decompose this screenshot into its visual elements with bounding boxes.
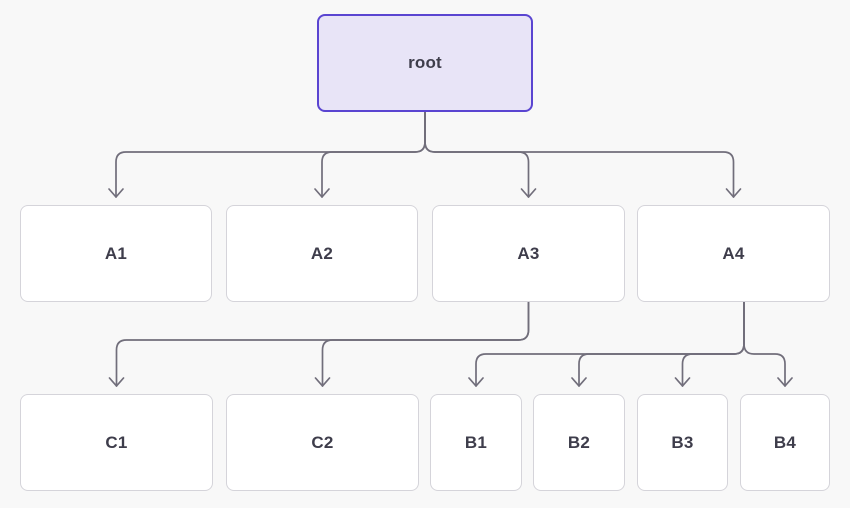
node-a2: A2 bbox=[226, 205, 418, 302]
arrowhead-icon-root-a3 bbox=[520, 188, 537, 198]
node-a1: A1 bbox=[20, 205, 212, 302]
node-label: B1 bbox=[464, 432, 488, 452]
node-label: A4 bbox=[722, 243, 745, 263]
node-label: B4 bbox=[773, 432, 797, 452]
arrowhead-icon-a3-c1 bbox=[108, 377, 125, 387]
node-c2: C2 bbox=[226, 394, 419, 491]
node-b2: B2 bbox=[533, 394, 625, 491]
node-label: B2 bbox=[567, 432, 591, 452]
edge-a4-b3 bbox=[681, 301, 745, 387]
arrowhead-icon-root-a1 bbox=[108, 188, 124, 198]
edge-root-a3 bbox=[424, 111, 530, 198]
node-b3: B3 bbox=[637, 394, 728, 491]
node-root: root bbox=[317, 14, 533, 112]
arrowhead-icon-root-a4 bbox=[725, 188, 742, 198]
arrowhead-icon-a4-b2 bbox=[571, 377, 587, 387]
arrowhead-icon-a4-b4 bbox=[777, 377, 793, 387]
node-a4: A4 bbox=[637, 205, 830, 302]
edge-root-a2 bbox=[321, 111, 426, 198]
edge-root-a1 bbox=[115, 111, 426, 198]
node-b1: B1 bbox=[430, 394, 522, 491]
node-label: B3 bbox=[671, 432, 694, 452]
arrowhead-icon-a3-c2 bbox=[314, 377, 331, 387]
node-label: root bbox=[408, 53, 442, 72]
node-a3: A3 bbox=[432, 205, 625, 302]
edge-a4-b2 bbox=[578, 301, 745, 387]
node-label: A3 bbox=[517, 243, 540, 263]
edge-a4-b1 bbox=[475, 301, 745, 387]
edge-a4-b4 bbox=[743, 301, 786, 387]
node-c1: C1 bbox=[20, 394, 213, 491]
node-b4: B4 bbox=[740, 394, 830, 491]
node-label: A1 bbox=[104, 243, 128, 263]
edge-a3-c2 bbox=[321, 301, 530, 387]
arrowhead-icon-a4-b3 bbox=[674, 377, 691, 387]
edge-root-a4 bbox=[424, 111, 735, 198]
node-label: A2 bbox=[310, 243, 334, 263]
arrowhead-icon-a4-b1 bbox=[468, 377, 484, 387]
arrowhead-icon-root-a2 bbox=[314, 188, 330, 198]
node-label: C2 bbox=[311, 432, 334, 452]
node-label: C1 bbox=[105, 432, 128, 452]
